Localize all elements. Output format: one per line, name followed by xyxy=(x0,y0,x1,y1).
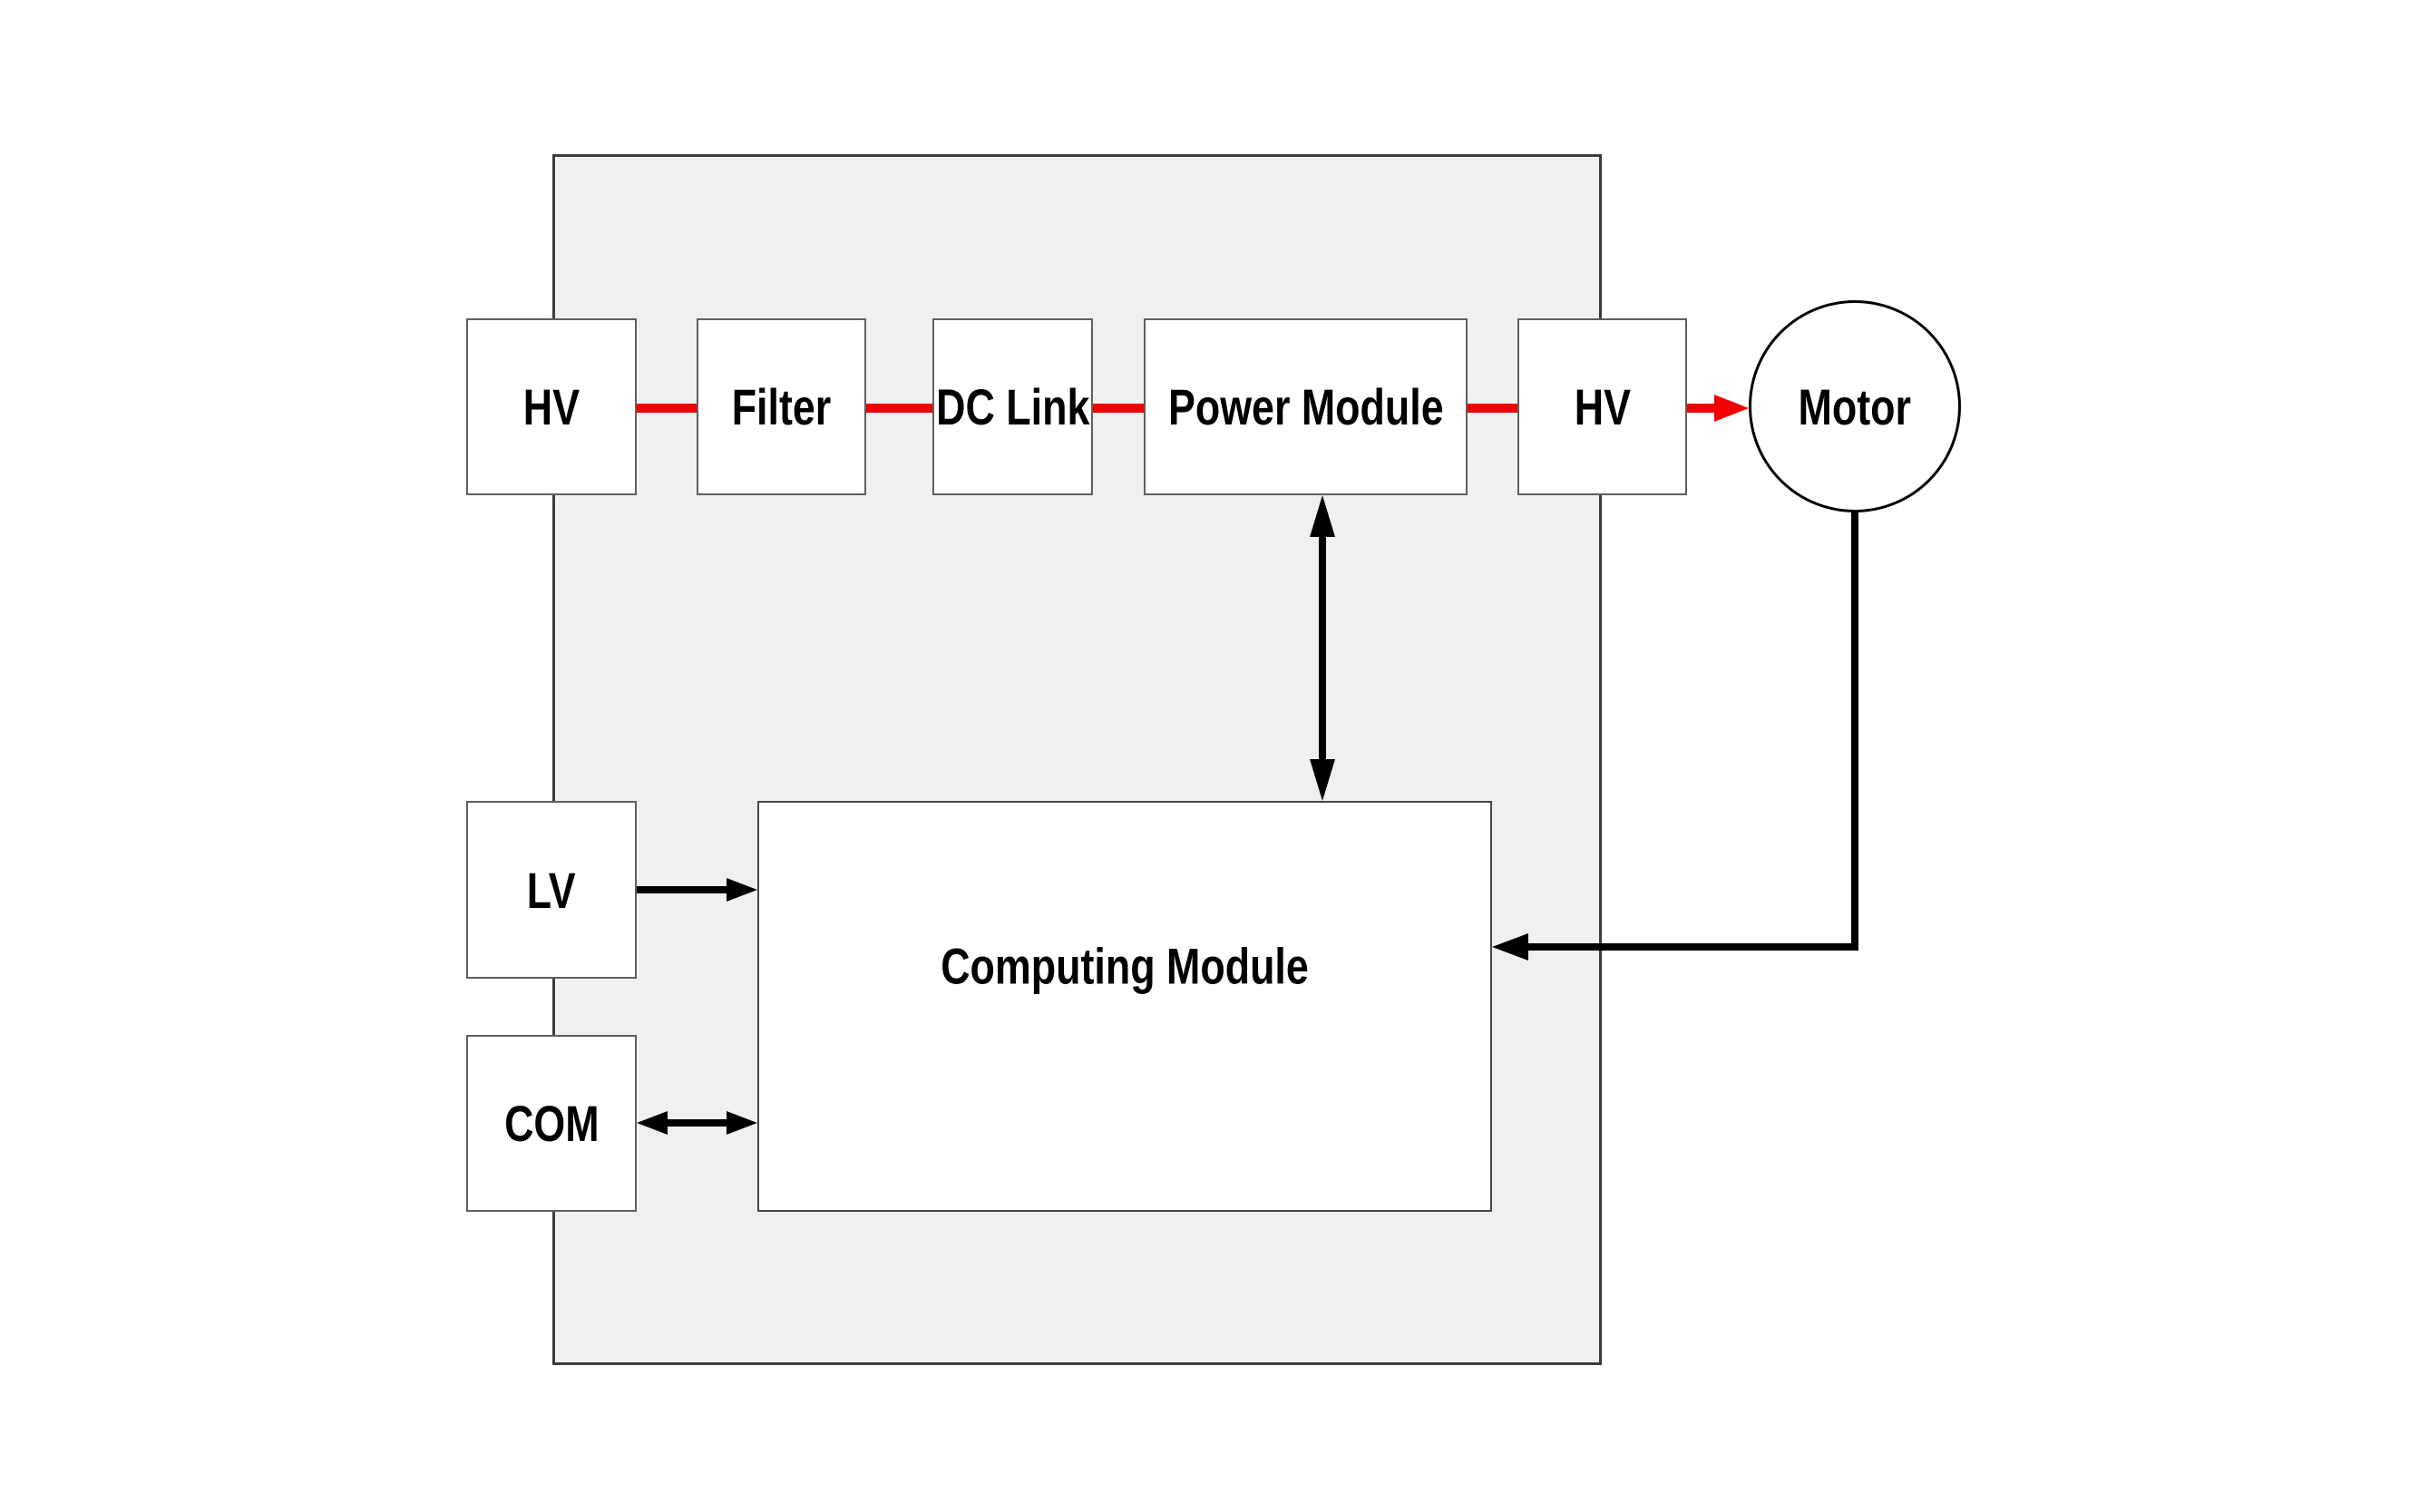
powermodule-computing-arrowhead-up xyxy=(1310,495,1335,537)
power-line-hv-motor xyxy=(1687,404,1716,413)
motor-feedback-horizontal-line xyxy=(1527,943,1858,951)
block-power-module: Power Module xyxy=(1144,318,1468,495)
block-filter: Filter xyxy=(697,318,866,495)
node-motor-label: Motor xyxy=(1798,377,1912,435)
power-line-powermodule-hv xyxy=(1468,404,1517,413)
block-lv: LV xyxy=(466,801,637,979)
powermodule-computing-arrowhead-down xyxy=(1310,759,1335,801)
block-dc-link: DC Link xyxy=(932,318,1093,495)
block-computing-module-label: Computing Module xyxy=(941,937,1309,995)
powermodule-computing-shaft xyxy=(1319,533,1326,762)
power-line-hv-filter xyxy=(637,404,697,413)
block-com-label: COM xyxy=(503,1095,600,1152)
block-hv-output-label: HV xyxy=(1574,378,1631,435)
block-lv-label: LV xyxy=(527,861,576,919)
block-computing-module: Computing Module xyxy=(757,801,1492,1212)
com-computing-arrowhead-right xyxy=(727,1111,757,1135)
block-hv-input: HV xyxy=(466,318,637,495)
block-com: COM xyxy=(466,1035,637,1212)
block-power-module-label: Power Module xyxy=(1167,378,1444,435)
power-line-filter-dclink xyxy=(866,404,932,413)
node-motor: Motor xyxy=(1749,300,1961,512)
motor-feedback-vertical-line xyxy=(1851,511,1858,951)
lv-computing-shaft xyxy=(637,886,727,893)
motor-feedback-arrowhead xyxy=(1492,933,1528,961)
block-hv-output: HV xyxy=(1517,318,1687,495)
power-line-dclink-powermodule xyxy=(1093,404,1144,413)
com-computing-shaft xyxy=(666,1119,727,1127)
block-filter-label: Filter xyxy=(731,378,832,435)
power-arrowhead-motor xyxy=(1714,395,1749,422)
lv-computing-arrowhead xyxy=(727,878,757,902)
com-computing-arrowhead-left xyxy=(637,1111,668,1135)
block-hv-input-label: HV xyxy=(522,378,580,435)
block-dc-link-label: DC Link xyxy=(935,378,1090,435)
